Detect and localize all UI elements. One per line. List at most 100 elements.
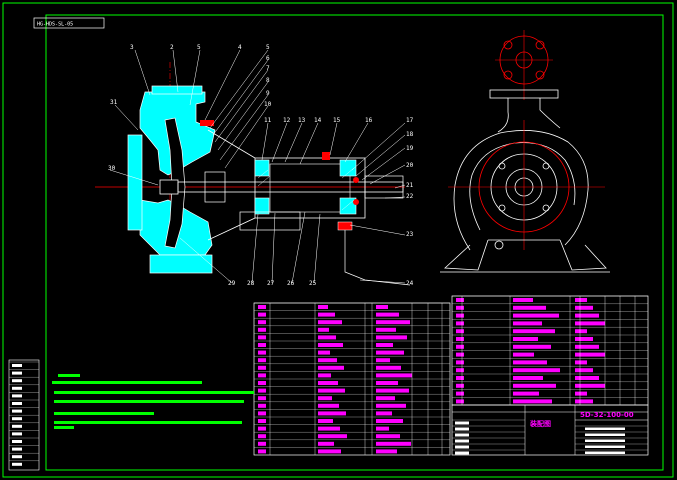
parts-cell-name xyxy=(513,360,547,365)
parts-cell-no xyxy=(258,365,266,370)
part-label-2: 2 xyxy=(170,44,174,51)
technical-notes xyxy=(52,374,254,429)
part-number-labels: 3 2 5 4 5 6 7 8 9 10 11 12 13 14 15 16 1… xyxy=(108,44,414,287)
leader-lines xyxy=(109,49,406,284)
flange-bolt-bl xyxy=(503,70,513,80)
outlet-flange xyxy=(151,85,203,95)
parts-cell-code xyxy=(318,320,342,325)
side-strip-frame xyxy=(8,359,40,471)
side-cell xyxy=(12,402,22,405)
parts-cell-no xyxy=(456,360,464,365)
parts-cell-code xyxy=(318,403,339,408)
parts-cell-material xyxy=(575,352,605,357)
parts-cell-code xyxy=(318,411,346,416)
parts-cell-name xyxy=(513,313,559,318)
parts-cell-name xyxy=(513,399,552,404)
parts-cell-no xyxy=(456,321,464,326)
gland-bolt xyxy=(200,120,214,126)
title-block-grid xyxy=(452,419,648,455)
parts-cell-name xyxy=(513,383,556,388)
parts-cell-no xyxy=(258,373,266,378)
drain-bolt xyxy=(494,240,504,250)
parts-cell-code xyxy=(318,419,333,423)
part-label-11: 11 xyxy=(264,117,272,124)
parts-cell-no xyxy=(258,426,266,431)
side-cell xyxy=(12,417,22,421)
coupling-bolt-2 xyxy=(353,199,359,205)
drain-pipe xyxy=(344,225,411,286)
parts-cell-name xyxy=(376,312,399,317)
parts-cell-no xyxy=(456,352,464,357)
parts-cell-no xyxy=(456,376,464,380)
part-label-26: 26 xyxy=(287,280,295,287)
parts-cell-name xyxy=(513,352,534,357)
part-label-17: 17 xyxy=(406,117,414,124)
parts-cell-material xyxy=(575,305,593,310)
parts-cell-material xyxy=(575,321,605,326)
tb-cell xyxy=(585,445,625,448)
parts-cell-name xyxy=(376,335,407,340)
tb-cell xyxy=(455,445,469,449)
side-strip-rows xyxy=(9,361,39,466)
parts-cell-name xyxy=(376,396,395,401)
part-label-16: 16 xyxy=(365,117,373,124)
parts-cell-material xyxy=(575,337,593,341)
part-label-4: 4 xyxy=(238,44,242,51)
parts-cell-name xyxy=(376,403,406,408)
parts-cell-code xyxy=(318,449,341,454)
parts-cell-no xyxy=(456,368,464,373)
side-cell xyxy=(12,455,22,459)
part-label-31: 31 xyxy=(110,99,118,106)
parts-cell-code xyxy=(318,441,334,446)
parts-cell-no xyxy=(456,391,464,396)
parts-cell-code xyxy=(318,312,335,317)
drawing-name: 装配图 xyxy=(529,419,551,428)
side-revision-strip xyxy=(8,359,40,471)
shaft-seal xyxy=(204,171,226,203)
parts-cell-code xyxy=(318,327,329,332)
outlet-flange-end xyxy=(489,89,559,99)
parts-cell-no xyxy=(258,305,266,309)
parts-cell-material xyxy=(575,383,605,388)
parts-cell-material xyxy=(575,368,593,373)
part-label-27: 27 xyxy=(267,280,275,287)
part-label-5: 5 xyxy=(266,44,270,51)
parts-cell-code xyxy=(318,388,345,393)
note-bar-3 xyxy=(54,412,154,415)
parts-cell-name xyxy=(376,343,393,347)
flange-bolt-tl xyxy=(503,40,513,50)
drawing-tag-box xyxy=(33,17,105,29)
parts-cell-name xyxy=(513,391,539,396)
note-bar-2 xyxy=(54,400,244,403)
part-label-23: 23 xyxy=(406,231,414,238)
parts-cell-material xyxy=(575,399,593,404)
part-label-30: 30 xyxy=(108,165,116,172)
parts-cell-name xyxy=(376,411,392,416)
part-label-22: 22 xyxy=(406,193,414,200)
parts-cell-material xyxy=(575,376,599,380)
parts-cell-name xyxy=(513,376,543,380)
parts-cell-name xyxy=(376,327,396,332)
bolt-hole-2 xyxy=(542,162,550,170)
note-bar-4 xyxy=(54,421,242,424)
bolt-hole-3 xyxy=(498,204,506,212)
part-label-12: 12 xyxy=(283,117,291,124)
tb-cell xyxy=(455,451,469,455)
parts-cell-no xyxy=(258,411,266,416)
notes-heading-bar xyxy=(58,374,80,377)
parts-cell-no xyxy=(258,327,266,332)
parts-cell-no xyxy=(456,383,464,388)
parts-cell-name xyxy=(513,368,560,373)
parts-cell-code xyxy=(318,434,347,439)
part-label-29: 29 xyxy=(228,280,236,287)
parts-cell-code xyxy=(318,365,344,370)
part-label-6: 6 xyxy=(266,55,270,62)
parts-cell-name xyxy=(513,329,555,334)
parts-cell-name xyxy=(376,350,404,355)
part-label-15: 15 xyxy=(333,117,341,124)
parts-cell-code xyxy=(318,305,328,309)
bearing-left-top xyxy=(254,159,270,177)
part-label-9: 9 xyxy=(266,90,270,97)
part-label-24: 24 xyxy=(406,280,414,287)
